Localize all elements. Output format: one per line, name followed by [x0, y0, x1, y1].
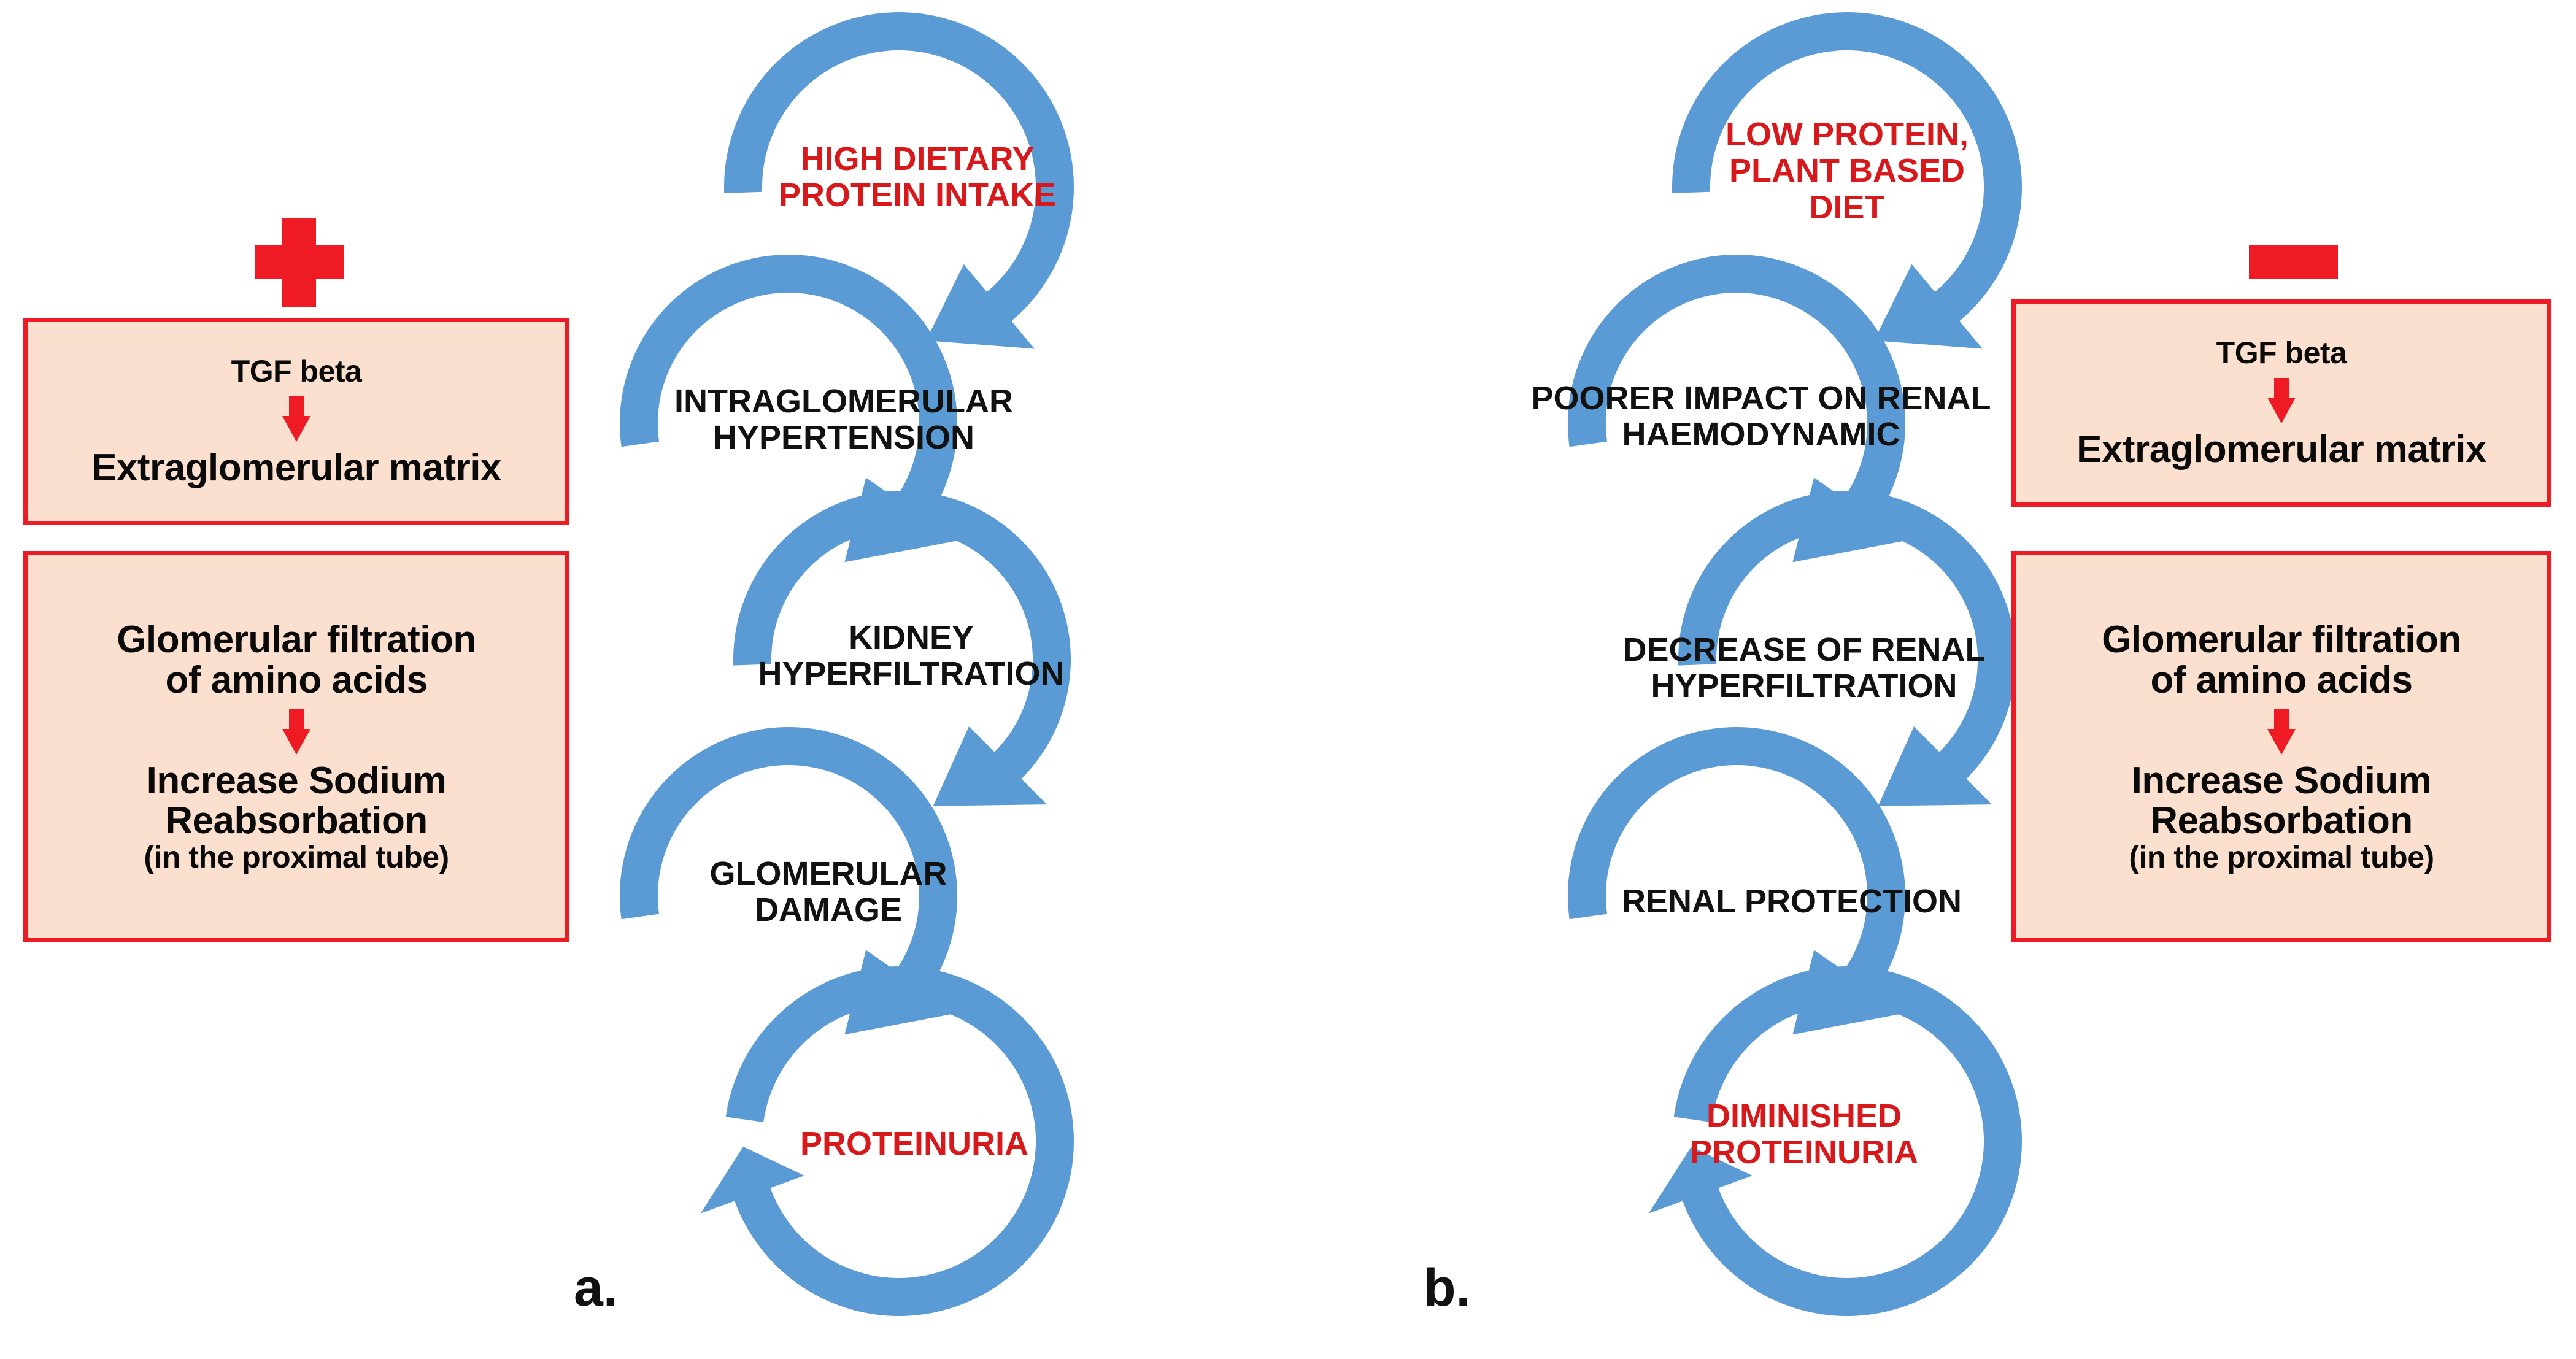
panel-a-box-tgf-beta: TGF beta Extraglomerular matrix — [23, 318, 569, 525]
box-line: Glomerular filtration — [117, 618, 476, 661]
panel-b-stage-2-label: POORER IMPACT ON RENAL HAEMODYNAMIC — [1531, 380, 1991, 453]
panel-b-caption: b. — [1424, 1258, 1471, 1317]
box-line: TGF beta — [231, 353, 362, 388]
box-line: Extraglomerular matrix — [2077, 428, 2486, 471]
red-down-arrow-icon — [282, 709, 310, 755]
box-line: of amino acids — [2150, 658, 2413, 701]
box-line: Increase Sodium — [2131, 759, 2432, 802]
panel-a-caption: a. — [574, 1258, 618, 1317]
box-line: (in the proximal tube) — [2129, 839, 2434, 874]
box-line: Increase Sodium — [146, 759, 447, 802]
panel-b-stage-4-label: RENAL PROTECTION — [1621, 883, 1962, 920]
minus-sign-icon — [2249, 245, 2338, 279]
panel-b-box-glomerular-filtration: Glomerular filtration of amino acids Inc… — [2011, 551, 2551, 942]
panel-a-stage-4-label: GLOMERULAR DAMAGE — [709, 855, 947, 929]
panel-a-stage-1-label: HIGH DIETARY PROTEIN INTAKE — [778, 141, 1056, 214]
panel-b-box-tgf-beta: TGF beta Extraglomerular matrix — [2011, 299, 2551, 507]
box-line: Extraglomerular matrix — [91, 446, 501, 489]
panel-b-stage-3-label: DECREASE OF RENAL HYPERFILTRATION — [1622, 631, 1986, 705]
panel-b-stage-5-label: DIMINISHED PROTEINURIA — [1689, 1098, 1918, 1171]
panel-b-stage-1-label: LOW PROTEIN, PLANT BASED DIET — [1726, 116, 1969, 226]
panel-a-box-glomerular-filtration: Glomerular filtration of amino acids Inc… — [23, 551, 569, 942]
box-line: Reabsorbation — [165, 799, 428, 842]
panel-a-stage-2-label: INTRAGLOMERULAR HYPERTENSION — [674, 383, 1013, 456]
red-down-arrow-icon — [2267, 709, 2296, 755]
panel-a-stage-5-label: PROTEINURIA — [800, 1125, 1028, 1162]
box-line: of amino acids — [165, 658, 428, 701]
red-down-arrow-icon — [2267, 377, 2296, 423]
cycle-arrow — [1568, 726, 1906, 1035]
plus-sign-icon — [255, 218, 344, 307]
box-line: Reabsorbation — [2150, 799, 2413, 842]
box-line: (in the proximal tube) — [144, 839, 449, 874]
panel-a-stage-3-label: KIDNEY HYPERFILTRATION — [758, 619, 1065, 693]
box-line: TGF beta — [2216, 335, 2347, 370]
red-down-arrow-icon — [282, 396, 310, 442]
box-line: Glomerular filtration — [2102, 618, 2461, 661]
